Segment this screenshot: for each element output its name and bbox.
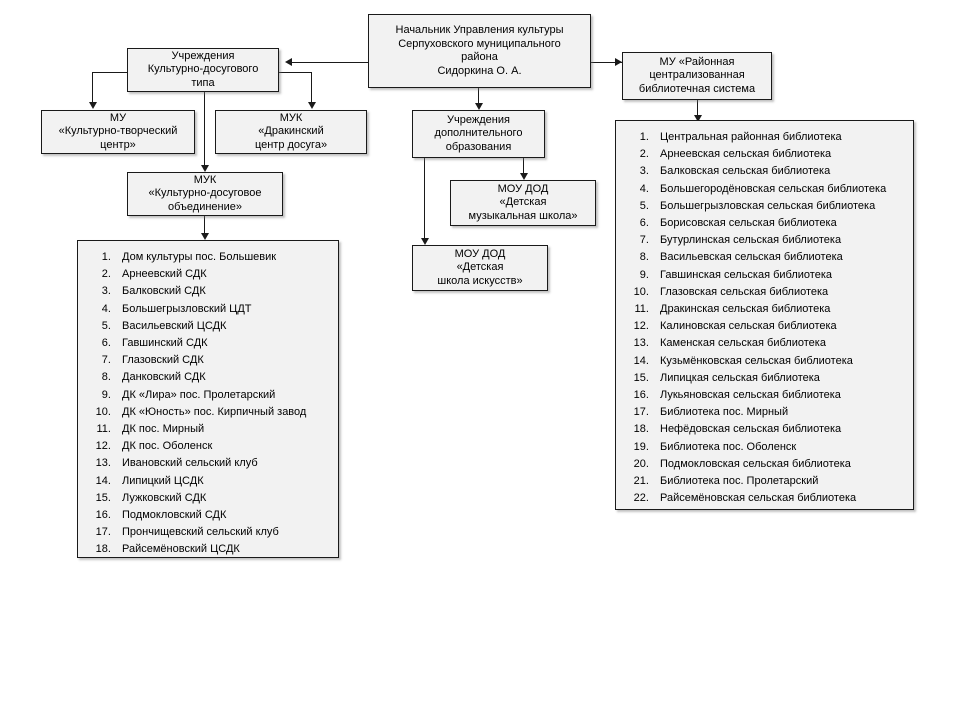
list-item: Лужковский СДК [114, 490, 328, 507]
list-item: Каменская сельская библиотека [652, 335, 903, 352]
connector-dopobr-to-art-v [424, 158, 425, 241]
list-item: Балковский СДК [114, 283, 328, 300]
list-item: Нефёдовская сельская библиотека [652, 421, 903, 438]
node-branch-cultural-leisure-institutions[interactable]: Учреждения Культурно-досугового типа [127, 48, 279, 92]
connector-kdt-to-ktc-h [92, 72, 130, 73]
list-item: Подмокловская сельская библиотека [652, 456, 903, 473]
list-item: Библиотека пос. Мирный [652, 404, 903, 421]
clubs-list: Дом культуры пос. БольшевикАрнеевский СД… [84, 249, 328, 557]
list-item: Гавшинская сельская библиотека [652, 267, 903, 284]
connector-kdt-to-ktc-v2 [92, 72, 93, 104]
list-item: Калиновская сельская библиотека [652, 318, 903, 335]
list-item: Дом культуры пос. Большевик [114, 249, 328, 266]
list-item: Васильевская сельская библиотека [652, 249, 903, 266]
list-item: Борисовская сельская библиотека [652, 215, 903, 232]
list-item: Центральная районная библиотека [652, 129, 903, 146]
list-item: Лукьяновская сельская библиотека [652, 387, 903, 404]
list-item: Васильевский ЦСДК [114, 318, 328, 335]
list-item: Подмокловский СДК [114, 507, 328, 524]
list-item: Глазовская сельская библиотека [652, 284, 903, 301]
node-drakinsky-leisure-center[interactable]: МУК «Дракинский центр досуга» [215, 110, 367, 154]
list-item: Бутурлинская сельская библиотека [652, 232, 903, 249]
arrow-kdo-to-clubs [201, 233, 209, 240]
arrow-kdt-to-ktc [89, 102, 97, 109]
arrow-dopobr-to-music [520, 173, 528, 180]
arrow-root-to-dopobr [475, 103, 483, 110]
list-item: Гавшинский СДК [114, 335, 328, 352]
list-item: Большегородёновская сельская библиотека [652, 181, 903, 198]
connector-root-to-dopobr [478, 88, 479, 106]
arrow-kdt-to-drakino [308, 102, 316, 109]
list-item: ДК пос. Мирный [114, 421, 328, 438]
listbox-libraries[interactable]: Центральная районная библиотекаАрнеевска… [615, 120, 914, 510]
list-item: Ивановский сельский клуб [114, 455, 328, 472]
list-item: Данковский СДК [114, 369, 328, 386]
connector-kdt-to-drakino-v [311, 72, 312, 104]
list-item: ДК «Лира» пос. Пролетарский [114, 387, 328, 404]
node-branch-centralized-library-system[interactable]: МУ «Районная централизованная библиотечн… [622, 52, 772, 100]
list-item: ДК пос. Оболенск [114, 438, 328, 455]
list-item: Липицкая сельская библиотека [652, 370, 903, 387]
list-item: Арнеевская сельская библиотека [652, 146, 903, 163]
list-item: Арнеевский СДК [114, 266, 328, 283]
arrow-root-to-biblio [615, 58, 622, 66]
connector-root-to-kdt [288, 62, 368, 63]
arrow-root-to-kdt [285, 58, 292, 66]
connector-dopobr-to-music-v [523, 158, 524, 176]
node-childrens-music-school[interactable]: МОУ ДОД «Детская музыкальная школа» [450, 180, 596, 226]
list-item: Большегрызловская сельская библиотека [652, 198, 903, 215]
list-item: Селинская сельская библиотека [652, 507, 903, 509]
node-cultural-creative-center[interactable]: МУ «Культурно-творческий центр» [41, 110, 195, 154]
list-item: Большегрызловский ЦДТ [114, 301, 328, 318]
list-item: Липицкий ЦСДК [114, 473, 328, 490]
arrow-biblio-to-list [694, 115, 702, 122]
list-item: Дракинская сельская библиотека [652, 301, 903, 318]
connector-kdt-to-drakino-h [278, 72, 312, 73]
list-item: Библиотека пос. Пролетарский [652, 473, 903, 490]
listbox-cultural-clubs[interactable]: Дом культуры пос. БольшевикАрнеевский СД… [77, 240, 339, 558]
connector-kdt-to-kdo [204, 92, 205, 170]
list-item: Глазовский СДК [114, 352, 328, 369]
libraries-list: Центральная районная библиотекаАрнеевска… [622, 129, 903, 509]
connector-root-to-biblio [591, 62, 622, 63]
node-branch-additional-education-institutions[interactable]: Учреждения дополнительного образования [412, 110, 545, 158]
arrow-kdt-to-kdo [201, 165, 209, 172]
list-item: Прончищевский сельский клуб [114, 524, 328, 541]
list-item: Кузьмёнковская сельская библиотека [652, 353, 903, 370]
list-item: Райсемёновская сельская библиотека [652, 490, 903, 507]
list-item: Балковская сельская библиотека [652, 163, 903, 180]
list-item: Райсемёновский ЦСДК [114, 541, 328, 557]
list-item: ДК «Юность» пос. Кирпичный завод [114, 404, 328, 421]
connector-biblio-to-list [697, 100, 698, 118]
arrow-dopobr-to-art [421, 238, 429, 245]
list-item: Библиотека пос. Оболенск [652, 439, 903, 456]
node-cultural-leisure-association[interactable]: МУК «Культурно-досуговое объединение» [127, 172, 283, 216]
node-childrens-art-school[interactable]: МОУ ДОД «Детская школа искусств» [412, 245, 548, 291]
connector-kdo-to-clubs [204, 216, 205, 238]
node-root-head-of-culture-department[interactable]: Начальник Управления культуры Серпуховск… [368, 14, 591, 88]
